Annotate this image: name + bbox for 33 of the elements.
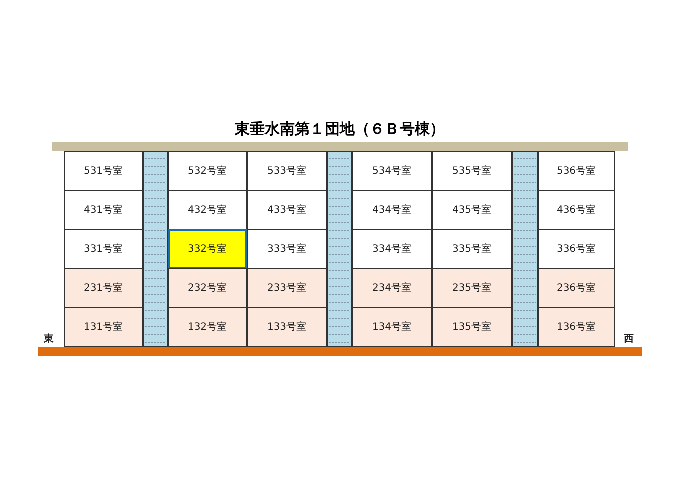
room-box: 435号室 [432, 190, 512, 230]
room-box: 133号室 [247, 307, 327, 347]
title: 東垂水南第１団地（６Ｂ号棟） [234, 120, 446, 140]
room-box: 333号室 [247, 229, 327, 269]
room-box: 532号室 [168, 151, 247, 191]
room-box: 533号室 [247, 151, 327, 191]
room-box: 331号室 [64, 229, 143, 269]
room-box: 535号室 [432, 151, 512, 191]
room-box: 335号室 [432, 229, 512, 269]
room-box: 232号室 [168, 268, 247, 308]
room-box: 136号室 [538, 307, 615, 347]
room-box: 233号室 [247, 268, 327, 308]
room-box: 436号室 [538, 190, 615, 230]
room-box: 433号室 [247, 190, 327, 230]
room-box: 431号室 [64, 190, 143, 230]
room-box: 334号室 [352, 229, 432, 269]
room-box: 531号室 [64, 151, 143, 191]
room-box: 135号室 [432, 307, 512, 347]
room-box: 235号室 [432, 268, 512, 308]
highlighted-room-box: 332号室 [168, 229, 247, 269]
room-box: 134号室 [352, 307, 432, 347]
room-box: 534号室 [352, 151, 432, 191]
room-box: 536号室 [538, 151, 615, 191]
room-box: 336号室 [538, 229, 615, 269]
room-box: 236号室 [538, 268, 615, 308]
direction-label: 西 [624, 333, 634, 346]
room-box: 434号室 [352, 190, 432, 230]
room-box: 432号室 [168, 190, 247, 230]
room-box: 234号室 [352, 268, 432, 308]
direction-label: 東 [44, 332, 54, 346]
room-box: 132号室 [168, 307, 247, 347]
room-box: 231号室 [64, 268, 143, 308]
room-box: 131号室 [64, 307, 143, 347]
